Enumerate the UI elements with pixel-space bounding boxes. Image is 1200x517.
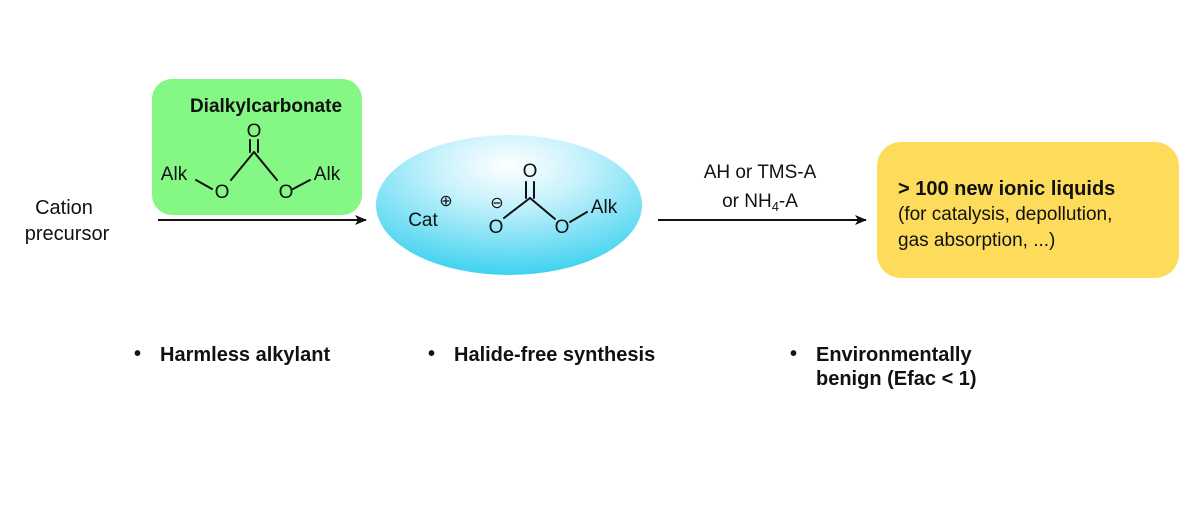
anion-atom-o-top: O	[523, 161, 538, 182]
reactant-label-line1: Cation	[35, 197, 93, 219]
step2-reagent-line1: AH or TMS-A	[704, 162, 817, 183]
bullet-halide-free: • Halide-free synthesis	[428, 343, 655, 367]
product-box: > 100 new ionic liquids (for catalysis, …	[877, 142, 1179, 278]
reagent-title: Dialkylcarbonate	[190, 96, 342, 117]
bullet-marker: •	[134, 343, 142, 365]
step2-reagent-line2: or NH4-A	[722, 191, 798, 214]
atom-o-top: O	[247, 121, 262, 142]
anion-atom-alk: Alk	[591, 197, 618, 218]
bullet-text: Harmless alkylant	[160, 344, 331, 366]
bullet-text-line2: benign (Efac < 1)	[816, 368, 977, 390]
reactant-label-line2: precursor	[25, 223, 110, 245]
intermediate-ellipse	[376, 135, 642, 275]
anion-bond-c-o-minus	[503, 197, 531, 219]
product-line-1: (for catalysis, depollution,	[898, 204, 1113, 225]
anion-atom-o-bridge: O	[555, 217, 570, 238]
cation-label: Cat	[408, 210, 438, 231]
atom-o-right: O	[279, 182, 294, 203]
atom-alk-right: Alk	[314, 164, 341, 185]
cation-charge-icon: ⊕	[439, 193, 452, 210]
bond-alk-o-left	[195, 179, 213, 190]
bullet-text-line1: Environmentally	[816, 344, 972, 366]
bullet-text: Halide-free synthesis	[454, 344, 656, 366]
anion-bond-c-o-bridge	[529, 197, 556, 220]
bullet-environmentally-benign: • Environmentally benign (Efac < 1)	[790, 343, 977, 391]
anion-charge-icon: ⊖	[490, 195, 503, 212]
atom-o-left: O	[215, 182, 230, 203]
product-title: > 100 new ionic liquids	[898, 178, 1116, 200]
anion-atom-o-minus: O	[489, 217, 504, 238]
bond-c-o-left	[230, 151, 255, 181]
bond-c-o-right	[253, 151, 278, 181]
bond-o-alk-right	[292, 179, 311, 190]
bullet-marker: •	[790, 343, 798, 365]
atom-alk-left: Alk	[161, 164, 188, 185]
bullet-marker: •	[428, 343, 436, 365]
bullet-text-block: Environmentally benign (Efac < 1)	[816, 343, 977, 391]
anion-bond-o-alk	[569, 211, 588, 223]
product-line-2: gas absorption, ...)	[898, 230, 1056, 251]
bullet-harmless-alkylant: • Harmless alkylant	[134, 343, 330, 367]
